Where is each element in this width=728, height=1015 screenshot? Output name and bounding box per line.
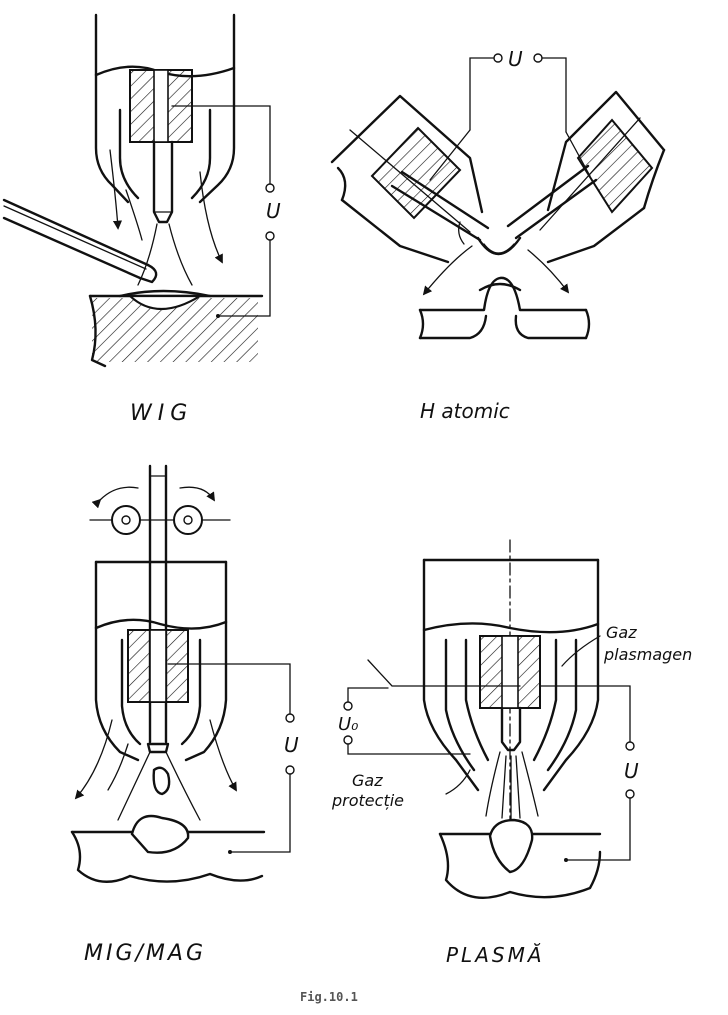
plasma-gas-plasmagen-line2: plasmagen bbox=[603, 645, 692, 664]
panel-h-atomic: U H atomic bbox=[330, 47, 666, 423]
h-atomic-title: H atomic bbox=[420, 399, 510, 423]
wig-title: WIG bbox=[130, 401, 193, 426]
plasma-pilot-voltage-label: U₀ bbox=[338, 714, 358, 735]
panel-mig-mag: U MIG/MAG bbox=[70, 464, 299, 966]
plasma-gas-protection-line1: Gaz bbox=[352, 771, 383, 790]
wig-voltage-label: U bbox=[266, 199, 281, 223]
panel-wig: U WIG bbox=[2, 13, 281, 426]
figure-caption: Fig.10.1 bbox=[300, 990, 358, 1004]
panel-plasma: U₀ U Gaz plasmagen Gaz protecție PLASMĂ bbox=[331, 539, 692, 967]
mig-mag-voltage-label: U bbox=[284, 733, 299, 757]
mig-mag-title: MIG/MAG bbox=[84, 941, 206, 966]
h-atomic-voltage-label: U bbox=[508, 47, 523, 71]
plasma-gas-plasmagen-line1: Gaz bbox=[606, 623, 637, 642]
plasma-gas-protection-line2: protecție bbox=[331, 791, 404, 810]
plasma-title: PLASMĂ bbox=[446, 943, 545, 967]
plasma-voltage-label: U bbox=[624, 759, 639, 783]
